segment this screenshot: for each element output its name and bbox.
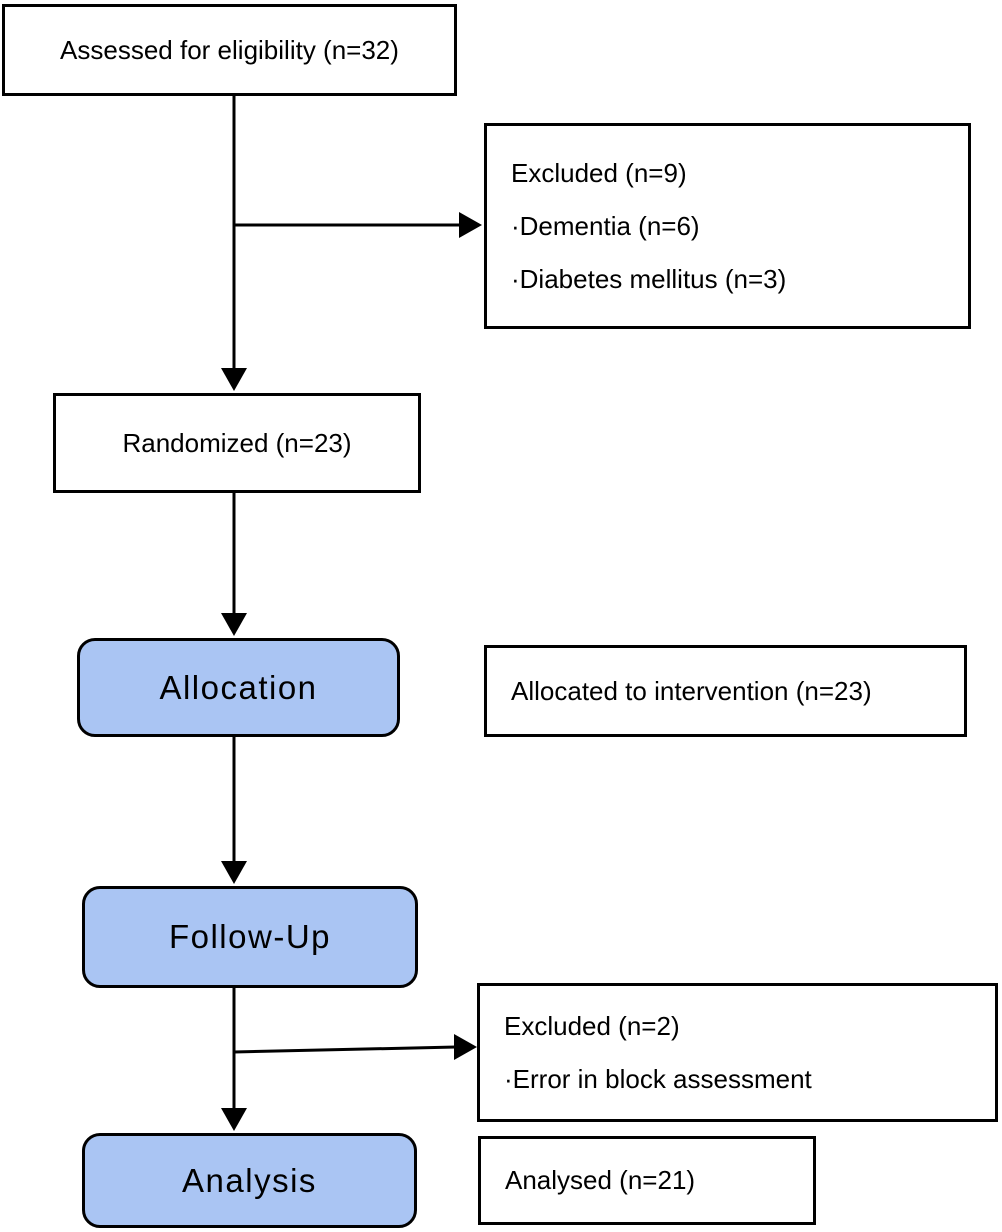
analysis-stage-box: Analysis [82, 1133, 417, 1228]
followup-stage-box: Follow-Up [82, 886, 418, 988]
assessed-for-eligibility-label: Assessed for eligibility (n=32) [60, 34, 399, 65]
assessed-for-eligibility-box: Assessed for eligibility (n=32) [2, 4, 457, 96]
allocated-to-intervention-box: Allocated to intervention (n=23) [484, 645, 967, 737]
excluded-eligibility-item-diabetes: ·Diabetes mellitus (n=3) [511, 263, 787, 294]
excluded-eligibility-title: Excluded (n=9) [511, 157, 687, 188]
excluded-followup-title: Excluded (n=2) [504, 1010, 680, 1041]
arrowhead-down-followup [221, 861, 247, 884]
randomized-box: Randomized (n=23) [53, 393, 421, 493]
excluded-eligibility-item-dementia: ·Dementia (n=6) [511, 210, 700, 241]
excluded-followup-item-error: ·Error in block assessment [504, 1063, 812, 1094]
connector-branch-to-excluded-followup [233, 1045, 457, 1054]
allocation-stage-box: Allocation [77, 638, 400, 737]
arrowhead-right-excluded-followup [454, 1034, 477, 1060]
arrowhead-down-randomized [221, 368, 247, 391]
excluded-eligibility-box: Excluded (n=9) ·Dementia (n=6) ·Diabetes… [484, 123, 971, 329]
randomized-label: Randomized (n=23) [122, 427, 352, 458]
followup-stage-label: Follow-Up [168, 918, 332, 956]
allocated-to-intervention-label: Allocated to intervention (n=23) [511, 675, 872, 706]
allocation-stage-label: Allocation [159, 668, 318, 706]
analysed-box: Analysed (n=21) [478, 1136, 816, 1225]
arrowhead-right-excluded-eligibility [459, 212, 482, 238]
arrowhead-down-analysis [221, 1108, 247, 1131]
analysed-label: Analysed (n=21) [505, 1165, 696, 1195]
analysis-stage-label: Analysis [182, 1161, 317, 1199]
excluded-followup-box: Excluded (n=2) ·Error in block assessmen… [477, 983, 998, 1122]
arrowhead-down-allocation [221, 613, 247, 636]
